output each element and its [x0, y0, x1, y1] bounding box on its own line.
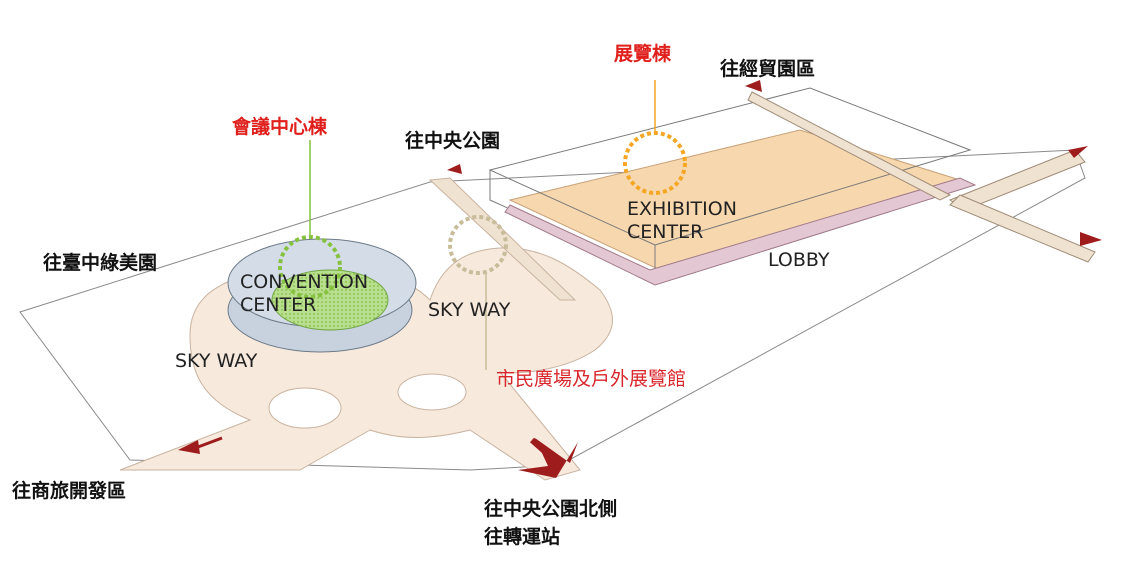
exhibition-center-line1: EXHIBITION — [627, 198, 737, 220]
convention-core — [271, 269, 389, 331]
arrow-to-central-park — [447, 164, 462, 174]
civic-plaza-label: 市民廣場及戶外展覽館 — [496, 368, 687, 390]
to-central-park-north-label: 往中央公園北側 — [484, 498, 618, 520]
lobby-label: LOBBY — [768, 249, 830, 271]
exhibition-hall-label: 展覽棟 — [614, 43, 672, 65]
plaza-void-right — [397, 373, 467, 411]
exhibition-box-top — [488, 87, 972, 246]
arrow-to-trade-park — [745, 80, 762, 92]
arrow-to-business-shaft — [197, 436, 223, 449]
skyway-band — [428, 177, 577, 301]
to-transit-station-label: 往轉運站 — [484, 526, 561, 548]
to-art-museum-label: 往臺中綠美園 — [43, 252, 158, 274]
sky-way-left-label: SKY WAY — [175, 350, 258, 372]
arrow-to-business — [178, 440, 200, 454]
lobby-strip — [504, 177, 977, 286]
to-business-district-label: 往商旅開發區 — [12, 480, 127, 502]
north-bridge — [747, 91, 952, 201]
convention-center-label: CONVENTION CENTER — [240, 273, 368, 315]
arrow-east-upper — [1068, 146, 1088, 158]
arrow-to-north-park-shaft — [530, 437, 562, 468]
convention-hall-label: 會議中心棟 — [232, 116, 328, 138]
convention-center-line2: CENTER — [240, 294, 317, 316]
arrow-east-lower — [1080, 232, 1102, 246]
plaza-void-left — [268, 387, 342, 429]
east-bridge-south — [949, 194, 1096, 263]
exhibition-marker — [623, 131, 687, 195]
convention-center-line1: CONVENTION — [240, 271, 369, 293]
to-trade-park-label: 往經貿園區 — [720, 58, 816, 80]
exhibition-center-label: EXHIBITION CENTER — [627, 200, 737, 242]
sky-way-center-label: SKY WAY — [428, 299, 511, 321]
convention-marker — [278, 235, 342, 299]
exhibition-center-line2: CENTER — [627, 221, 704, 243]
to-central-park-label: 往中央公園 — [405, 130, 501, 152]
plaza-marker — [448, 215, 508, 275]
